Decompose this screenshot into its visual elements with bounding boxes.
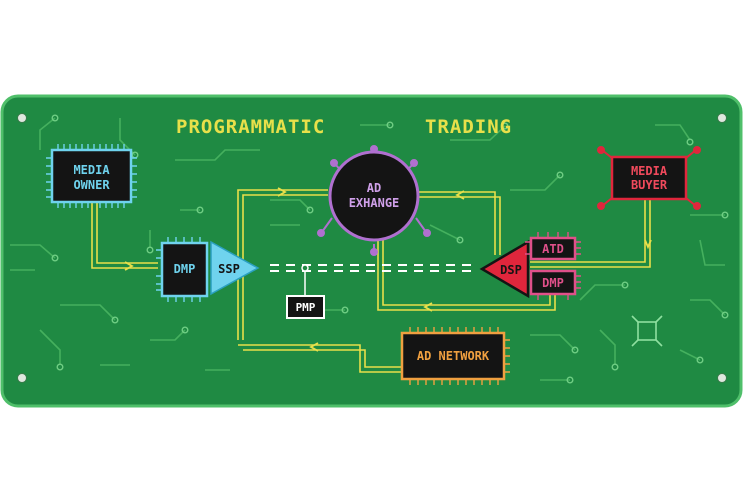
dmp-right-label: DMP bbox=[542, 276, 564, 290]
ad-exchange-label-line1: AD bbox=[367, 181, 381, 195]
media-buyer-label-line2: BUYER bbox=[631, 178, 668, 192]
arrow-left-icon bbox=[309, 342, 319, 352]
arrow-down-icon bbox=[644, 239, 652, 250]
media-owner-label-line1: MEDIA bbox=[73, 163, 110, 177]
dmp-left-chip: DMP bbox=[156, 237, 209, 302]
ad-network-chip: AD NETWORK bbox=[400, 327, 510, 385]
ad-exchange-node: AD EXHANGE bbox=[317, 145, 431, 256]
atd-chip: ATD bbox=[525, 232, 581, 261]
ad-exchange-label-line2: EXHANGE bbox=[349, 196, 400, 210]
media-owner-chip: MEDIA OWNER bbox=[46, 144, 137, 208]
arrow-right-icon bbox=[124, 261, 134, 271]
dsp-label: DSP bbox=[500, 263, 522, 277]
dmp-right-chip: DMP bbox=[529, 269, 581, 300]
flow-lines bbox=[91, 189, 651, 373]
pmp-node: PMP bbox=[286, 295, 325, 319]
arrow-right-icon bbox=[277, 187, 287, 197]
screw-hole-icon bbox=[17, 373, 27, 383]
flow-arrows bbox=[124, 187, 652, 352]
arrow-left-icon bbox=[423, 302, 433, 312]
background-pads bbox=[51, 114, 729, 384]
screw-hole-icon bbox=[717, 373, 727, 383]
pmp-label: PMP bbox=[296, 301, 316, 314]
media-owner-label-line2: OWNER bbox=[73, 178, 110, 192]
dmp-left-label: DMP bbox=[174, 262, 196, 276]
media-buyer-chip: MEDIA BUYER bbox=[597, 146, 701, 210]
media-buyer-label-line1: MEDIA bbox=[631, 164, 668, 178]
arrow-left-icon bbox=[455, 190, 465, 200]
dsp-node: DSP bbox=[479, 239, 530, 299]
ssp-label: SSP bbox=[218, 262, 240, 276]
title-programmatic: PROGRAMMATIC bbox=[176, 116, 325, 138]
title-trading: TRADING bbox=[425, 116, 512, 138]
background-traces bbox=[10, 117, 726, 381]
screw-holes bbox=[17, 113, 727, 383]
decorative-chip-icon bbox=[631, 315, 663, 347]
atd-label: ATD bbox=[542, 242, 564, 256]
pmp-junction-icon bbox=[301, 264, 309, 272]
screw-hole-icon bbox=[717, 113, 727, 123]
ssp-node: SSP bbox=[210, 240, 260, 296]
screw-hole-icon bbox=[17, 113, 27, 123]
ad-network-label: AD NETWORK bbox=[417, 349, 490, 363]
